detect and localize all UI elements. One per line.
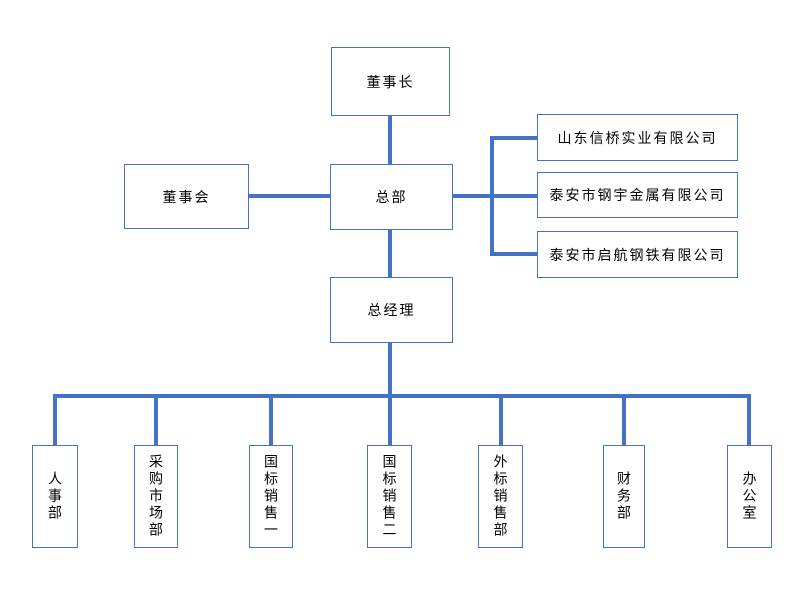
- node-headquarters[interactable]: 总部: [330, 164, 453, 230]
- node-general-manager[interactable]: 总经理: [330, 277, 453, 343]
- node-company-2-label: 泰安市钢宇金属有限公司: [549, 187, 726, 203]
- node-dept-national-sales-2[interactable]: 国标销售二: [367, 445, 412, 548]
- node-dept-hr-label: 人事部: [47, 471, 63, 522]
- node-board[interactable]: 董事会: [124, 164, 249, 229]
- node-company-1-label: 山东信桥实业有限公司: [557, 129, 718, 146]
- node-company-3-label: 泰安市启航钢铁有限公司: [549, 246, 726, 263]
- node-dept-hr[interactable]: 人事部: [32, 445, 78, 548]
- node-dept-external-sales-label: 外标销售部: [492, 454, 509, 539]
- node-dept-office-label: 办公室: [741, 471, 758, 522]
- node-dept-external-sales[interactable]: 外标销售部: [478, 445, 523, 548]
- node-dept-national-sales-1-label: 国标销售一: [263, 454, 279, 539]
- node-chairman[interactable]: 董事长: [331, 47, 450, 116]
- node-dept-finance-label: 财务部: [616, 471, 632, 522]
- node-dept-procurement-market[interactable]: 采购市场部: [134, 445, 178, 548]
- node-general-manager-label: 总经理: [367, 302, 416, 318]
- node-dept-national-sales-2-label: 国标销售二: [381, 454, 398, 539]
- node-dept-office[interactable]: 办公室: [727, 445, 772, 548]
- node-dept-national-sales-1[interactable]: 国标销售一: [249, 445, 293, 548]
- node-board-label: 董事会: [162, 188, 211, 205]
- node-chairman-label: 董事长: [366, 73, 415, 90]
- node-dept-procurement-market-label: 采购市场部: [148, 454, 164, 539]
- node-company-taian-qihang[interactable]: 泰安市启航钢铁有限公司: [537, 231, 738, 278]
- node-company-taian-gangyu[interactable]: 泰安市钢宇金属有限公司: [537, 172, 738, 218]
- node-dept-finance[interactable]: 财务部: [603, 445, 645, 548]
- node-company-shandong-xinqiao[interactable]: 山东信桥实业有限公司: [537, 114, 738, 161]
- node-headquarters-label: 总部: [375, 189, 408, 205]
